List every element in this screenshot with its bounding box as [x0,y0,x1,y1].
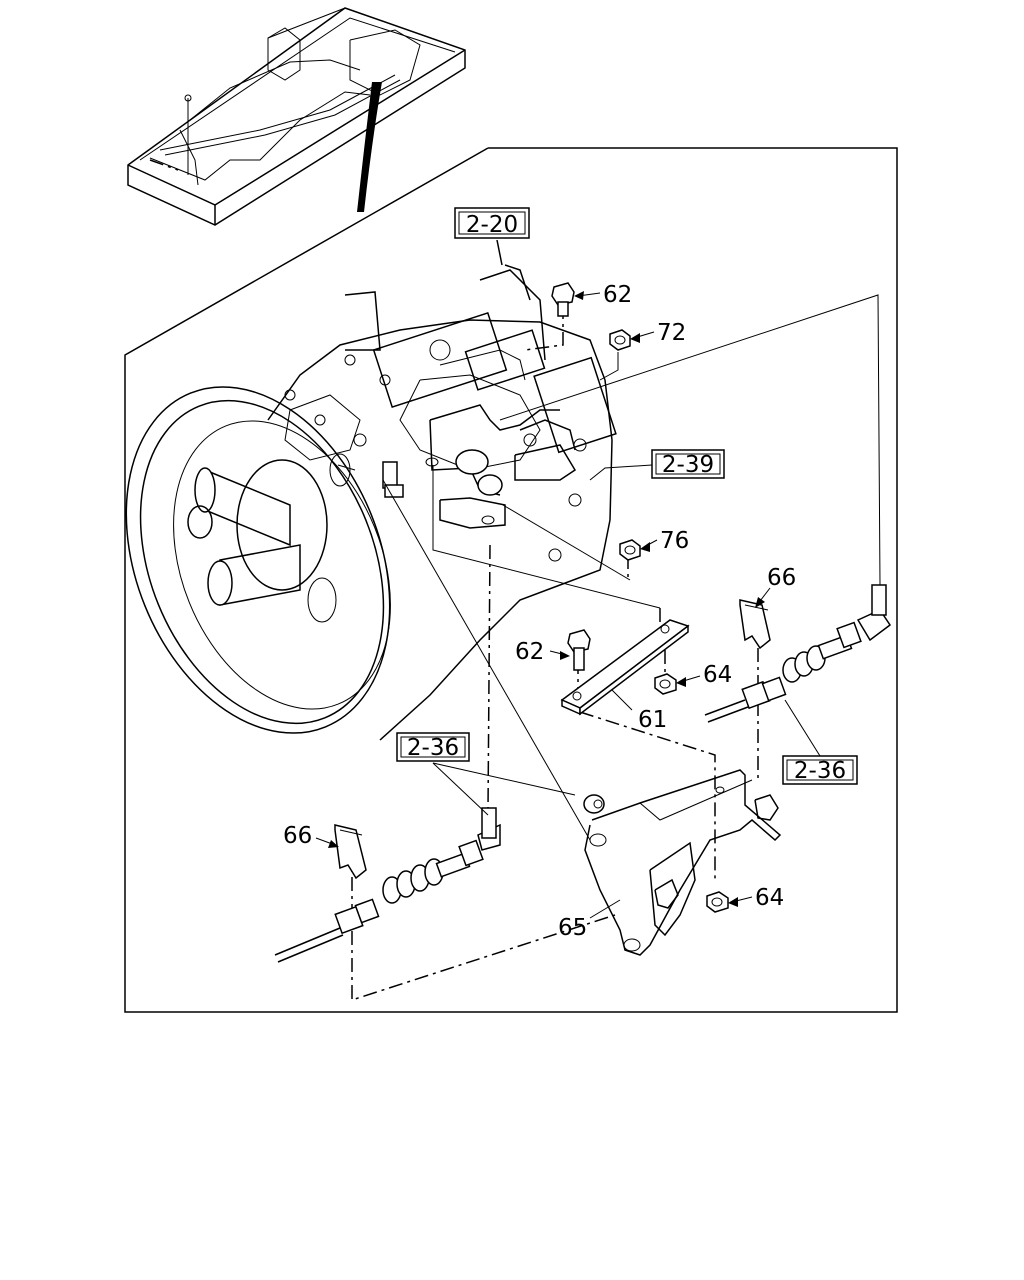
fastener-nut-64-upper [654,673,677,695]
reference-label-2-36-left: 2-36 [407,735,459,761]
fastener-nut-72 [609,329,631,351]
reference-label-2-20: 2-20 [466,212,518,238]
reference-label-2-39: 2-39 [662,452,714,478]
fastener-bolt-62-upper [551,282,575,317]
callout-76-label: 76 [660,528,689,554]
callout-66-left-label: 66 [283,823,312,849]
reference-label-2-36-right: 2-36 [794,758,846,784]
callout-65-label: 65 [558,915,587,941]
shift-cable-right [704,584,892,723]
main-frame-border [124,147,898,1013]
callout-66-right: 66 [755,565,796,608]
shift-cable-left [274,807,501,963]
callout-76: 76 [640,528,689,554]
support-bar-61 [560,619,690,716]
callout-72-label: 72 [657,320,686,346]
reference-box-2-20[interactable]: 2-20 [454,207,530,239]
clip-66-right [739,599,771,650]
callout-66-left: 66 [283,823,339,849]
transmission-assembly [125,269,617,741]
reference-box-2-39[interactable]: 2-39 [651,449,725,479]
callout-64-upper: 64 [676,662,732,688]
reference-leaders [432,464,821,816]
callout-62-upper-label: 62 [603,282,632,308]
callout-66-right-label: 66 [767,565,796,591]
shift-lever-bracket [425,349,577,529]
callout-72: 72 [630,320,686,346]
callout-62-upper: 62 [574,282,632,308]
fastener-nut-mid [583,794,605,814]
callout-64-upper-label: 64 [703,662,732,688]
callout-62-lower-label: 62 [515,639,544,665]
callout-64-lower-label: 64 [755,885,784,911]
callout-61-label: 61 [638,707,667,733]
clip-66-left [334,824,367,880]
fastener-nut-64-lower [706,891,729,913]
callout-61: 61 [611,689,667,733]
cable-bracket-65 [584,769,782,956]
vehicle-frame-inset [127,7,466,226]
reference-box-2-36-left[interactable]: 2-36 [396,732,470,762]
fastener-bolt-62-lower [567,629,591,671]
reference-box-2-36-right[interactable]: 2-36 [782,755,858,785]
callout-62-lower: 62 [515,639,570,665]
callout-64-lower: 64 [728,885,784,911]
callout-65: 65 [558,899,621,941]
fastener-nut-76 [619,539,641,561]
